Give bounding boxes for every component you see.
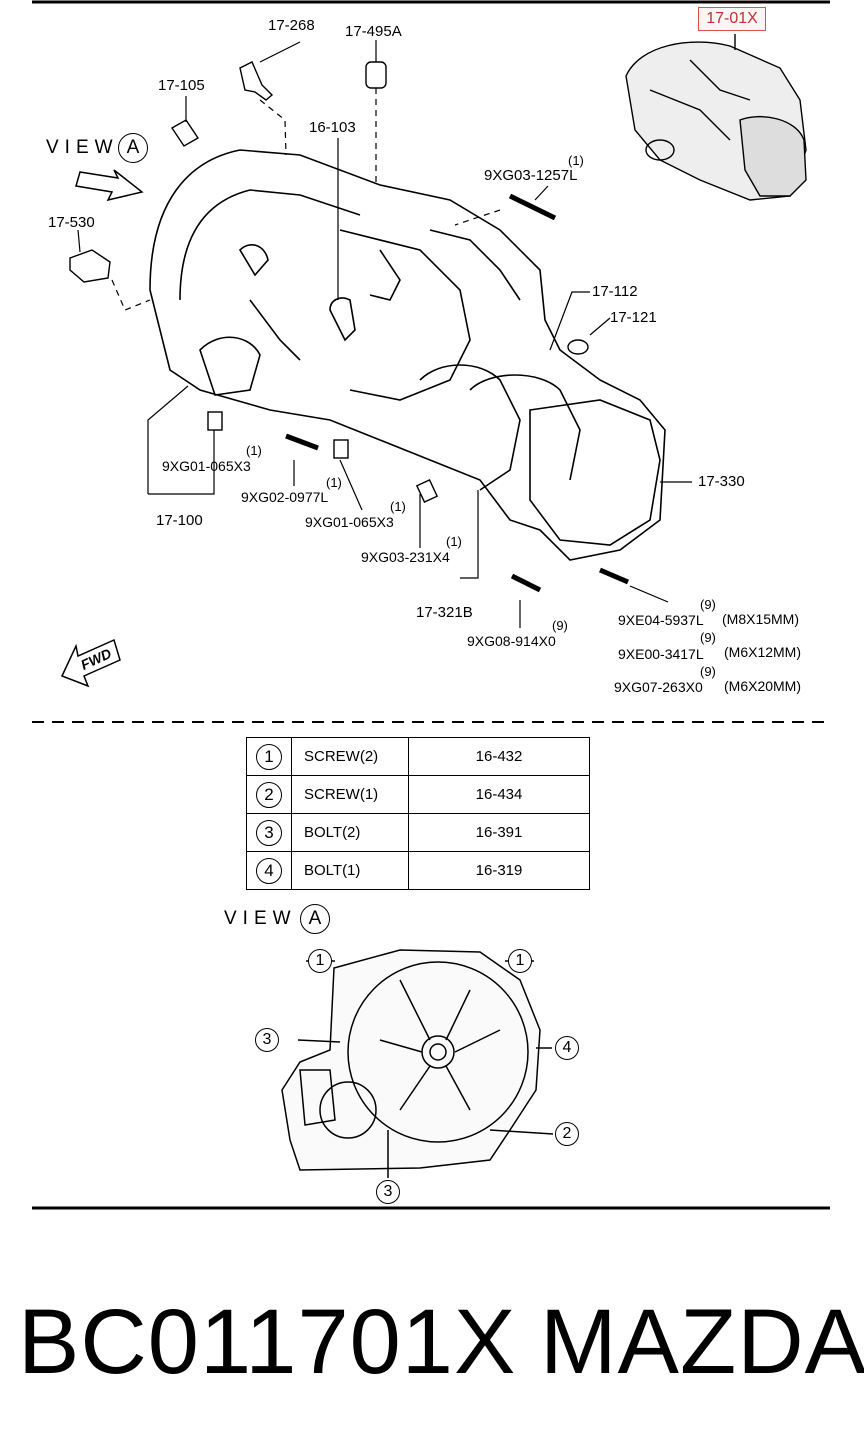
view-text: VIEW xyxy=(224,908,297,929)
label-9xg08-914x0[interactable]: 9XG08-914X0 xyxy=(467,633,556,649)
qty-9xg07-263x0: (9) xyxy=(700,664,716,679)
spec-m8x15: (M8X15MM) xyxy=(722,611,800,627)
label-9xe00-3417l[interactable]: 9XE00-3417L xyxy=(618,646,704,662)
thumbnail-transmission-drawing xyxy=(625,34,807,201)
spec-m6x12: (M6X12MM) xyxy=(724,644,802,660)
qty-9xg01-065x3-b: (1) xyxy=(390,499,406,514)
label-9xg01-065x3-b[interactable]: 9XG01-065X3 xyxy=(305,514,394,530)
footer-title: BC011701X MAZDA xyxy=(18,1296,864,1388)
label-9xg02-0977l[interactable]: 9XG02-0977L xyxy=(241,489,329,505)
part-17-495a-plug xyxy=(365,61,387,89)
bolt-9xg02-0977l xyxy=(285,433,319,451)
fwd-arrow xyxy=(60,638,121,688)
part-17-530-plate xyxy=(69,249,111,283)
table-cell-num: 3 xyxy=(246,813,292,852)
label-9xg01-065x3-a[interactable]: 9XG01-065X3 xyxy=(162,458,251,474)
label-17-495a[interactable]: 17-495A xyxy=(345,23,402,40)
qty-9xg03-1257l: (1) xyxy=(568,153,584,168)
small-parts-drawing xyxy=(69,61,629,593)
view-a-housing-drawing xyxy=(281,949,554,1178)
qty-9xg08-914x0: (9) xyxy=(552,618,568,633)
bolt-9xe04-5937l xyxy=(599,567,629,585)
callout-4[interactable]: 4 xyxy=(555,1036,579,1060)
footer-brand: MAZDA xyxy=(540,1291,864,1393)
table-cell-name: SCREW(1) xyxy=(291,775,409,814)
qty-9xg02-0977l: (1) xyxy=(326,475,342,490)
part-17-268-bracket xyxy=(239,61,274,101)
plug-9xg01-065x3-b xyxy=(333,439,349,459)
part-17-121-washer xyxy=(567,339,589,355)
table-row[interactable]: 2 SCREW(1) 16-434 xyxy=(246,775,590,814)
label-9xg03-1257l[interactable]: 9XG03-1257L xyxy=(484,167,578,184)
label-17-330[interactable]: 17-330 xyxy=(698,473,745,490)
callout-1-right[interactable]: 1 xyxy=(508,949,532,973)
table-cell-code[interactable]: 16-319 xyxy=(408,851,590,890)
table-cell-code[interactable]: 16-434 xyxy=(408,775,590,814)
label-9xe04-5937l[interactable]: 9XE04-5937L xyxy=(618,612,704,628)
plug-9xg01-065x3-a xyxy=(207,411,223,431)
table-row[interactable]: 1 SCREW(2) 16-432 xyxy=(246,737,590,776)
view-text: VIEW xyxy=(46,137,119,158)
table-row[interactable]: 3 BOLT(2) 16-391 xyxy=(246,813,590,852)
label-17-105[interactable]: 17-105 xyxy=(158,77,205,94)
qty-9xe00-3417l: (9) xyxy=(700,630,716,645)
spec-m6x20: (M6X20MM) xyxy=(724,678,802,694)
table-cell-name: SCREW(2) xyxy=(291,737,409,776)
qty-9xe04-5937l: (9) xyxy=(700,597,716,612)
label-17-268[interactable]: 17-268 xyxy=(268,17,315,34)
label-16-103[interactable]: 16-103 xyxy=(309,119,356,136)
label-9xg07-263x0[interactable]: 9XG07-263X0 xyxy=(614,679,703,695)
callout-3-left[interactable]: 3 xyxy=(255,1028,279,1052)
qty-9xg03-231x4: (1) xyxy=(446,534,462,549)
view-a-arrow xyxy=(75,169,144,202)
view-a-label-bottom: VIEW xyxy=(224,909,297,928)
callout-3-bottom[interactable]: 3 xyxy=(376,1180,400,1204)
table-cell-code[interactable]: 16-432 xyxy=(408,737,590,776)
label-17-100[interactable]: 17-100 xyxy=(156,512,203,529)
table-cell-num: 4 xyxy=(246,851,292,890)
qty-9xg01-065x3-a: (1) xyxy=(246,443,262,458)
table-cell-code[interactable]: 16-391 xyxy=(408,813,590,852)
table-cell-num: 2 xyxy=(246,775,292,814)
bolt-9xg08-914x0 xyxy=(510,573,542,593)
label-17-530[interactable]: 17-530 xyxy=(48,214,95,231)
label-17-121[interactable]: 17-121 xyxy=(610,309,657,326)
fastener-table: 1 SCREW(2) 16-432 2 SCREW(1) 16-434 3 BO… xyxy=(246,737,590,890)
transmission-housing-drawing xyxy=(149,149,666,561)
table-cell-num: 1 xyxy=(246,737,292,776)
callout-2[interactable]: 2 xyxy=(555,1122,579,1146)
table-cell-name: BOLT(1) xyxy=(291,851,409,890)
label-17-321b[interactable]: 17-321B xyxy=(416,604,473,621)
view-a-circle-bottom: A xyxy=(300,904,330,934)
bolt-9xg03-1257l xyxy=(508,193,557,221)
label-9xg03-231x4[interactable]: 9XG03-231X4 xyxy=(361,549,450,565)
label-17-112[interactable]: 17-112 xyxy=(592,283,638,300)
footer-part-number: BC011701X xyxy=(18,1291,517,1393)
part-17-105-sleeve xyxy=(171,119,199,147)
table-row[interactable]: 4 BOLT(1) 16-319 xyxy=(246,851,590,890)
table-cell-name: BOLT(2) xyxy=(291,813,409,852)
view-a-label-top: VIEW xyxy=(46,138,119,157)
callout-1-left[interactable]: 1 xyxy=(308,949,332,973)
view-a-circle-top: A xyxy=(118,133,148,163)
part-badge[interactable]: 17-01X xyxy=(698,7,766,31)
pin-9xg03-231x4 xyxy=(415,478,439,504)
leader-lines xyxy=(77,40,692,628)
